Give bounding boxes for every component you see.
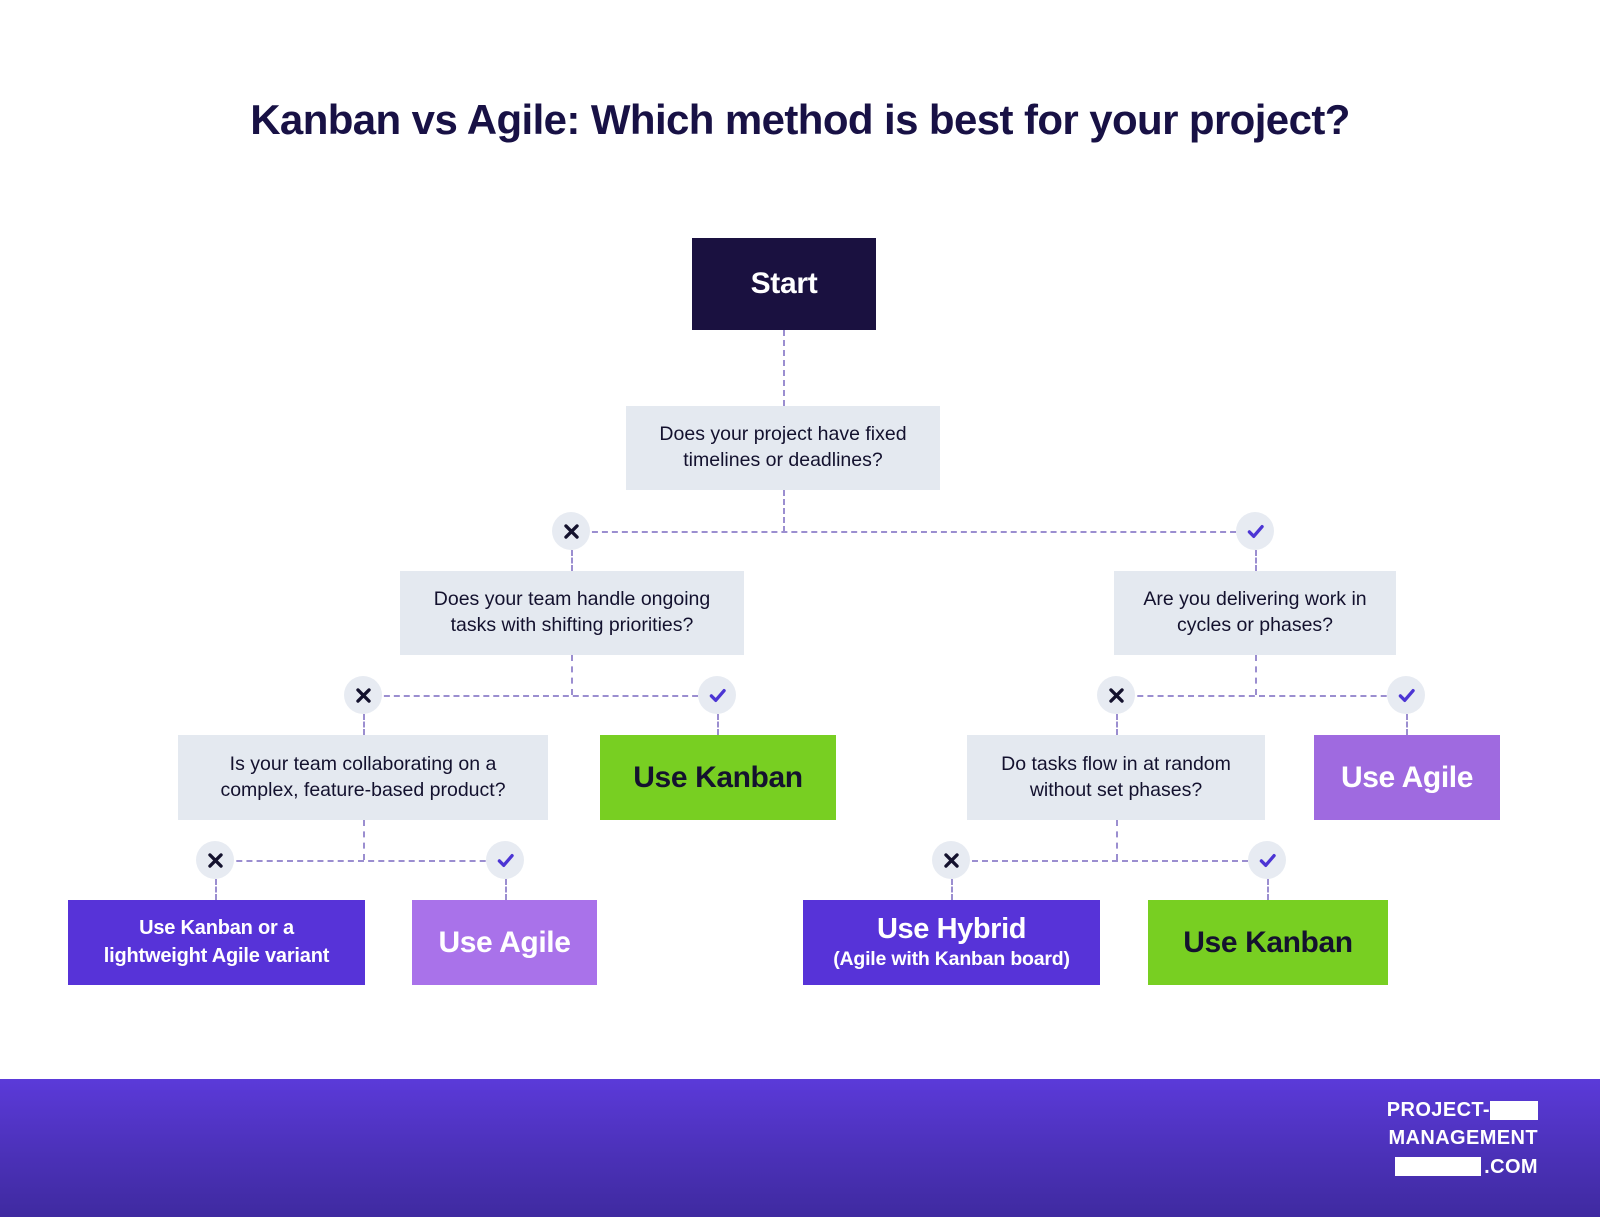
node-line-2: lightweight Agile variant — [103, 944, 330, 967]
node-question-complex-product[interactable]: Is your team collaborating on a complex,… — [178, 735, 548, 820]
node-outcome-use-hybrid[interactable]: Use Hybrid (Agile with Kanban board) — [803, 900, 1100, 985]
connector-q2right-no-down — [1116, 714, 1118, 735]
node-line-1: Is your team collaborating on a — [229, 752, 497, 775]
check-mark-icon — [1387, 676, 1425, 714]
footer-bar — [0, 1079, 1600, 1217]
logo-line-2: MANAGEMENT — [1238, 1124, 1538, 1152]
connector-q2left-bus — [364, 695, 718, 697]
node-line-2: complex, feature-based product? — [220, 778, 506, 801]
node-outcome-label: Use Hybrid — [876, 912, 1027, 945]
node-outcome-use-agile-bottom[interactable]: Use Agile — [412, 900, 597, 985]
logo-line-1: PROJECT- — [1238, 1096, 1538, 1124]
node-outcome-kanban-or-lightweight-agile[interactable]: Use Kanban or a lightweight Agile varian… — [68, 900, 365, 985]
x-mark-icon — [196, 841, 234, 879]
connector-q1-down — [783, 490, 785, 532]
node-outcome-use-kanban-bottom[interactable]: Use Kanban — [1148, 900, 1388, 985]
node-line-1: Do tasks flow in at random — [1001, 752, 1231, 775]
connector-q3right-no-down — [951, 879, 953, 900]
page-title: Kanban vs Agile: Which method is best fo… — [250, 96, 1350, 143]
site-logo[interactable]: PROJECT- MANAGEMENT .COM — [1238, 1096, 1538, 1181]
node-outcome-use-kanban-mid[interactable]: Use Kanban — [600, 735, 836, 820]
node-line-1: Does your team handle ongoing — [433, 588, 711, 611]
connector-q3right-bus — [952, 860, 1268, 862]
logo-text-management: MANAGEMENT — [1388, 1127, 1538, 1150]
connector-q2right-down — [1255, 655, 1257, 695]
logo-line-3: .COM — [1238, 1153, 1538, 1181]
node-line-2: cycles or phases? — [1176, 614, 1334, 636]
check-mark-icon — [1248, 841, 1286, 879]
node-outcome-label: Use Kanban — [633, 760, 803, 794]
x-mark-icon — [344, 676, 382, 714]
node-start-label: Start — [750, 267, 818, 301]
connector-q1-yes-down — [1255, 550, 1257, 571]
check-mark-icon — [486, 841, 524, 879]
check-mark-icon — [1236, 512, 1274, 550]
connector-q3left-no-down — [215, 879, 217, 900]
connector-q2left-no-down — [363, 714, 365, 735]
node-question-random-tasks[interactable]: Do tasks flow in at random without set p… — [967, 735, 1265, 820]
node-outcome-sublabel: (Agile with Kanban board) — [833, 947, 1070, 970]
connector-q1-no-down — [571, 550, 573, 571]
logo-block-icon — [1395, 1157, 1482, 1177]
node-line-2: tasks with shifting priorities? — [450, 614, 694, 636]
node-outcome-label: Use Agile — [438, 925, 571, 959]
node-question-ongoing-tasks[interactable]: Does your team handle ongoing tasks with… — [400, 571, 744, 655]
node-outcome-label: Use Agile — [1340, 760, 1473, 794]
connector-q3right-down — [1116, 820, 1118, 860]
x-mark-icon — [932, 841, 970, 879]
connector-q2left-down — [571, 655, 573, 695]
node-question-fixed-timelines[interactable]: Does your project have fixed timelines o… — [626, 406, 940, 490]
connector-q2right-bus — [1117, 695, 1407, 697]
logo-block-icon — [1490, 1100, 1538, 1120]
connector-q3left-down — [363, 820, 365, 860]
x-mark-icon — [552, 512, 590, 550]
x-mark-icon — [1097, 676, 1135, 714]
logo-text-dotcom: .COM — [1484, 1155, 1538, 1178]
connector-q3right-yes-down — [1267, 879, 1269, 900]
connector-start-to-q1 — [783, 330, 785, 406]
node-line-2: timelines or deadlines? — [683, 449, 883, 471]
connector-q3left-bus — [216, 860, 506, 862]
connector-q2right-yes-down — [1406, 714, 1408, 735]
node-line-2: without set phases? — [1029, 778, 1203, 801]
connector-q1-bus — [572, 531, 1256, 533]
node-question-delivering-cycles[interactable]: Are you delivering work in cycles or pha… — [1114, 571, 1396, 655]
node-line-1: Use Kanban or a — [139, 916, 294, 939]
connector-q2left-yes-down — [717, 714, 719, 735]
node-line-1: Are you delivering work in — [1143, 588, 1367, 611]
node-start[interactable]: Start — [692, 238, 876, 330]
logo-text-project: PROJECT- — [1386, 1099, 1490, 1121]
connector-q3left-yes-down — [505, 879, 507, 900]
node-line-1: Does your project have fixed — [659, 423, 907, 446]
node-outcome-use-agile-mid[interactable]: Use Agile — [1314, 735, 1500, 820]
node-outcome-label: Use Kanban — [1183, 925, 1353, 959]
check-mark-icon — [698, 676, 736, 714]
